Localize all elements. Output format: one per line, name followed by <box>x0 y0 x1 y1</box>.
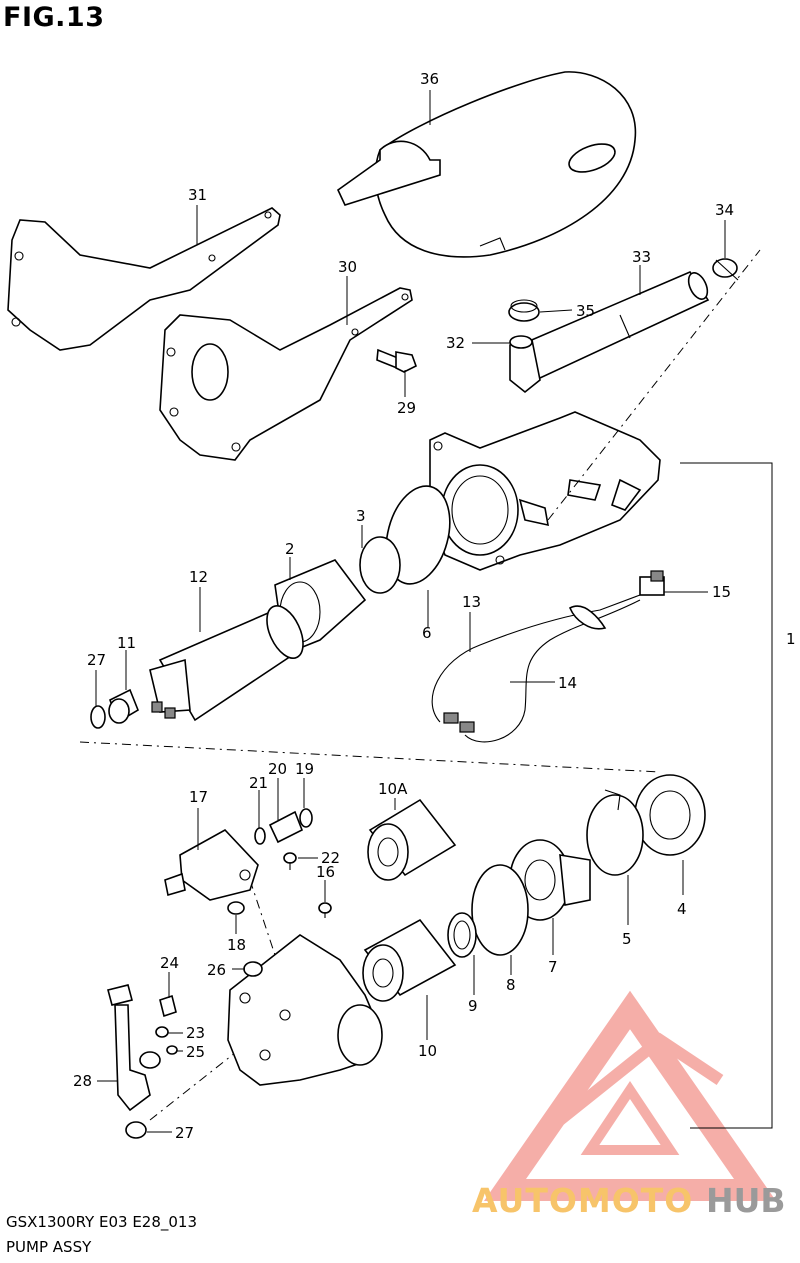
part-30-bracket <box>159 287 413 461</box>
callout-1: 1 <box>786 630 796 648</box>
callout-6: 6 <box>422 624 432 642</box>
callout-32: 32 <box>446 334 465 352</box>
part-33-hose <box>518 270 710 380</box>
part-27-o-ring-top <box>90 705 106 729</box>
part-20-fitting <box>268 810 304 844</box>
part-16-screw <box>318 902 332 918</box>
figure-title: FIG.13 <box>3 2 105 33</box>
part-27-o-ring-bottom <box>125 1121 147 1139</box>
part-32-hose-elbow <box>509 335 541 394</box>
callout-31: 31 <box>188 186 207 204</box>
assembly-1-bracket <box>680 462 773 1129</box>
callout-21: 21 <box>249 774 268 792</box>
assembly-name: PUMP ASSY <box>6 1238 92 1256</box>
callout-25: 25 <box>186 1043 205 1061</box>
callout-9: 9 <box>468 997 478 1015</box>
leader-lines <box>95 90 726 1133</box>
callout-19: 19 <box>295 760 314 778</box>
callout-20: 20 <box>268 760 287 778</box>
model-code: GSX1300RY E03 E28_013 <box>6 1213 198 1231</box>
callout-8: 8 <box>506 976 516 994</box>
callout-13: 13 <box>462 593 481 611</box>
callout-33: 33 <box>632 248 651 266</box>
callout-2: 2 <box>285 540 295 558</box>
callout-15: 15 <box>712 583 731 601</box>
part-21-o-ring <box>254 827 266 845</box>
automotohub-watermark-logo <box>483 990 777 1201</box>
callout-10a: 10A <box>378 780 408 798</box>
part-24-union <box>159 994 177 1018</box>
assembly-line-motor <box>79 741 661 773</box>
watermark-text-hub: HUB <box>706 1181 786 1220</box>
callout-29: 29 <box>397 399 416 417</box>
part-26-plug <box>243 961 263 977</box>
assembly-line-plate <box>547 249 761 521</box>
part-10-fuel-filter <box>362 918 457 1002</box>
part-34-clamp <box>712 258 739 281</box>
callout-7: 7 <box>548 958 558 976</box>
part-29-bolt <box>376 348 417 373</box>
callout-16: 16 <box>316 863 335 881</box>
callout-30: 30 <box>338 258 357 276</box>
part-35-clamp <box>508 299 540 322</box>
part-23-washer <box>155 1026 169 1038</box>
part-22-screw <box>283 852 297 870</box>
part-13-14-15-wire-harness <box>431 570 665 743</box>
callout-34: 34 <box>715 201 734 219</box>
callout-23: 23 <box>186 1024 205 1042</box>
part-12-fuel-pump-motor <box>149 605 304 722</box>
part-8-seal-ring <box>471 864 529 956</box>
callout-24: 24 <box>160 954 179 972</box>
callout-18: 18 <box>227 936 246 954</box>
callout-5: 5 <box>622 930 632 948</box>
callout-27-top: 27 <box>87 651 106 669</box>
callout-3: 3 <box>356 507 366 525</box>
part-31-bracket <box>7 207 281 351</box>
part-17-pressure-regulator <box>164 828 259 901</box>
part-25-washer <box>166 1045 178 1055</box>
part-9-spring <box>447 912 477 958</box>
callout-17: 17 <box>189 788 208 806</box>
callout-27-bottom: 27 <box>175 1124 194 1142</box>
callout-35: 35 <box>576 302 595 320</box>
part-10a-fuel-filter <box>367 798 457 881</box>
part-3-o-ring <box>359 536 401 594</box>
callout-12: 12 <box>189 568 208 586</box>
part-pump-body <box>227 934 383 1086</box>
part-36-cover <box>336 71 637 258</box>
part-11-inlet-filter <box>108 688 139 724</box>
callout-26: 26 <box>207 961 226 979</box>
callout-22: 22 <box>321 849 340 867</box>
part-pump-housing <box>429 411 661 571</box>
part-28-fuel-pipe <box>107 984 161 1112</box>
callout-14: 14 <box>558 674 577 692</box>
watermark-text-automoto: AUTOMOTO <box>472 1181 693 1220</box>
callout-10: 10 <box>418 1042 437 1060</box>
part-5-retainer-plate <box>586 794 644 876</box>
callout-28: 28 <box>73 1072 92 1090</box>
callout-36: 36 <box>420 70 439 88</box>
part-4-pump-rotor <box>634 774 706 856</box>
callout-4: 4 <box>677 900 687 918</box>
callout-11: 11 <box>117 634 136 652</box>
part-19-o-ring <box>299 808 313 828</box>
part-6-gasket <box>385 485 451 585</box>
part-18-o-ring <box>227 901 245 915</box>
